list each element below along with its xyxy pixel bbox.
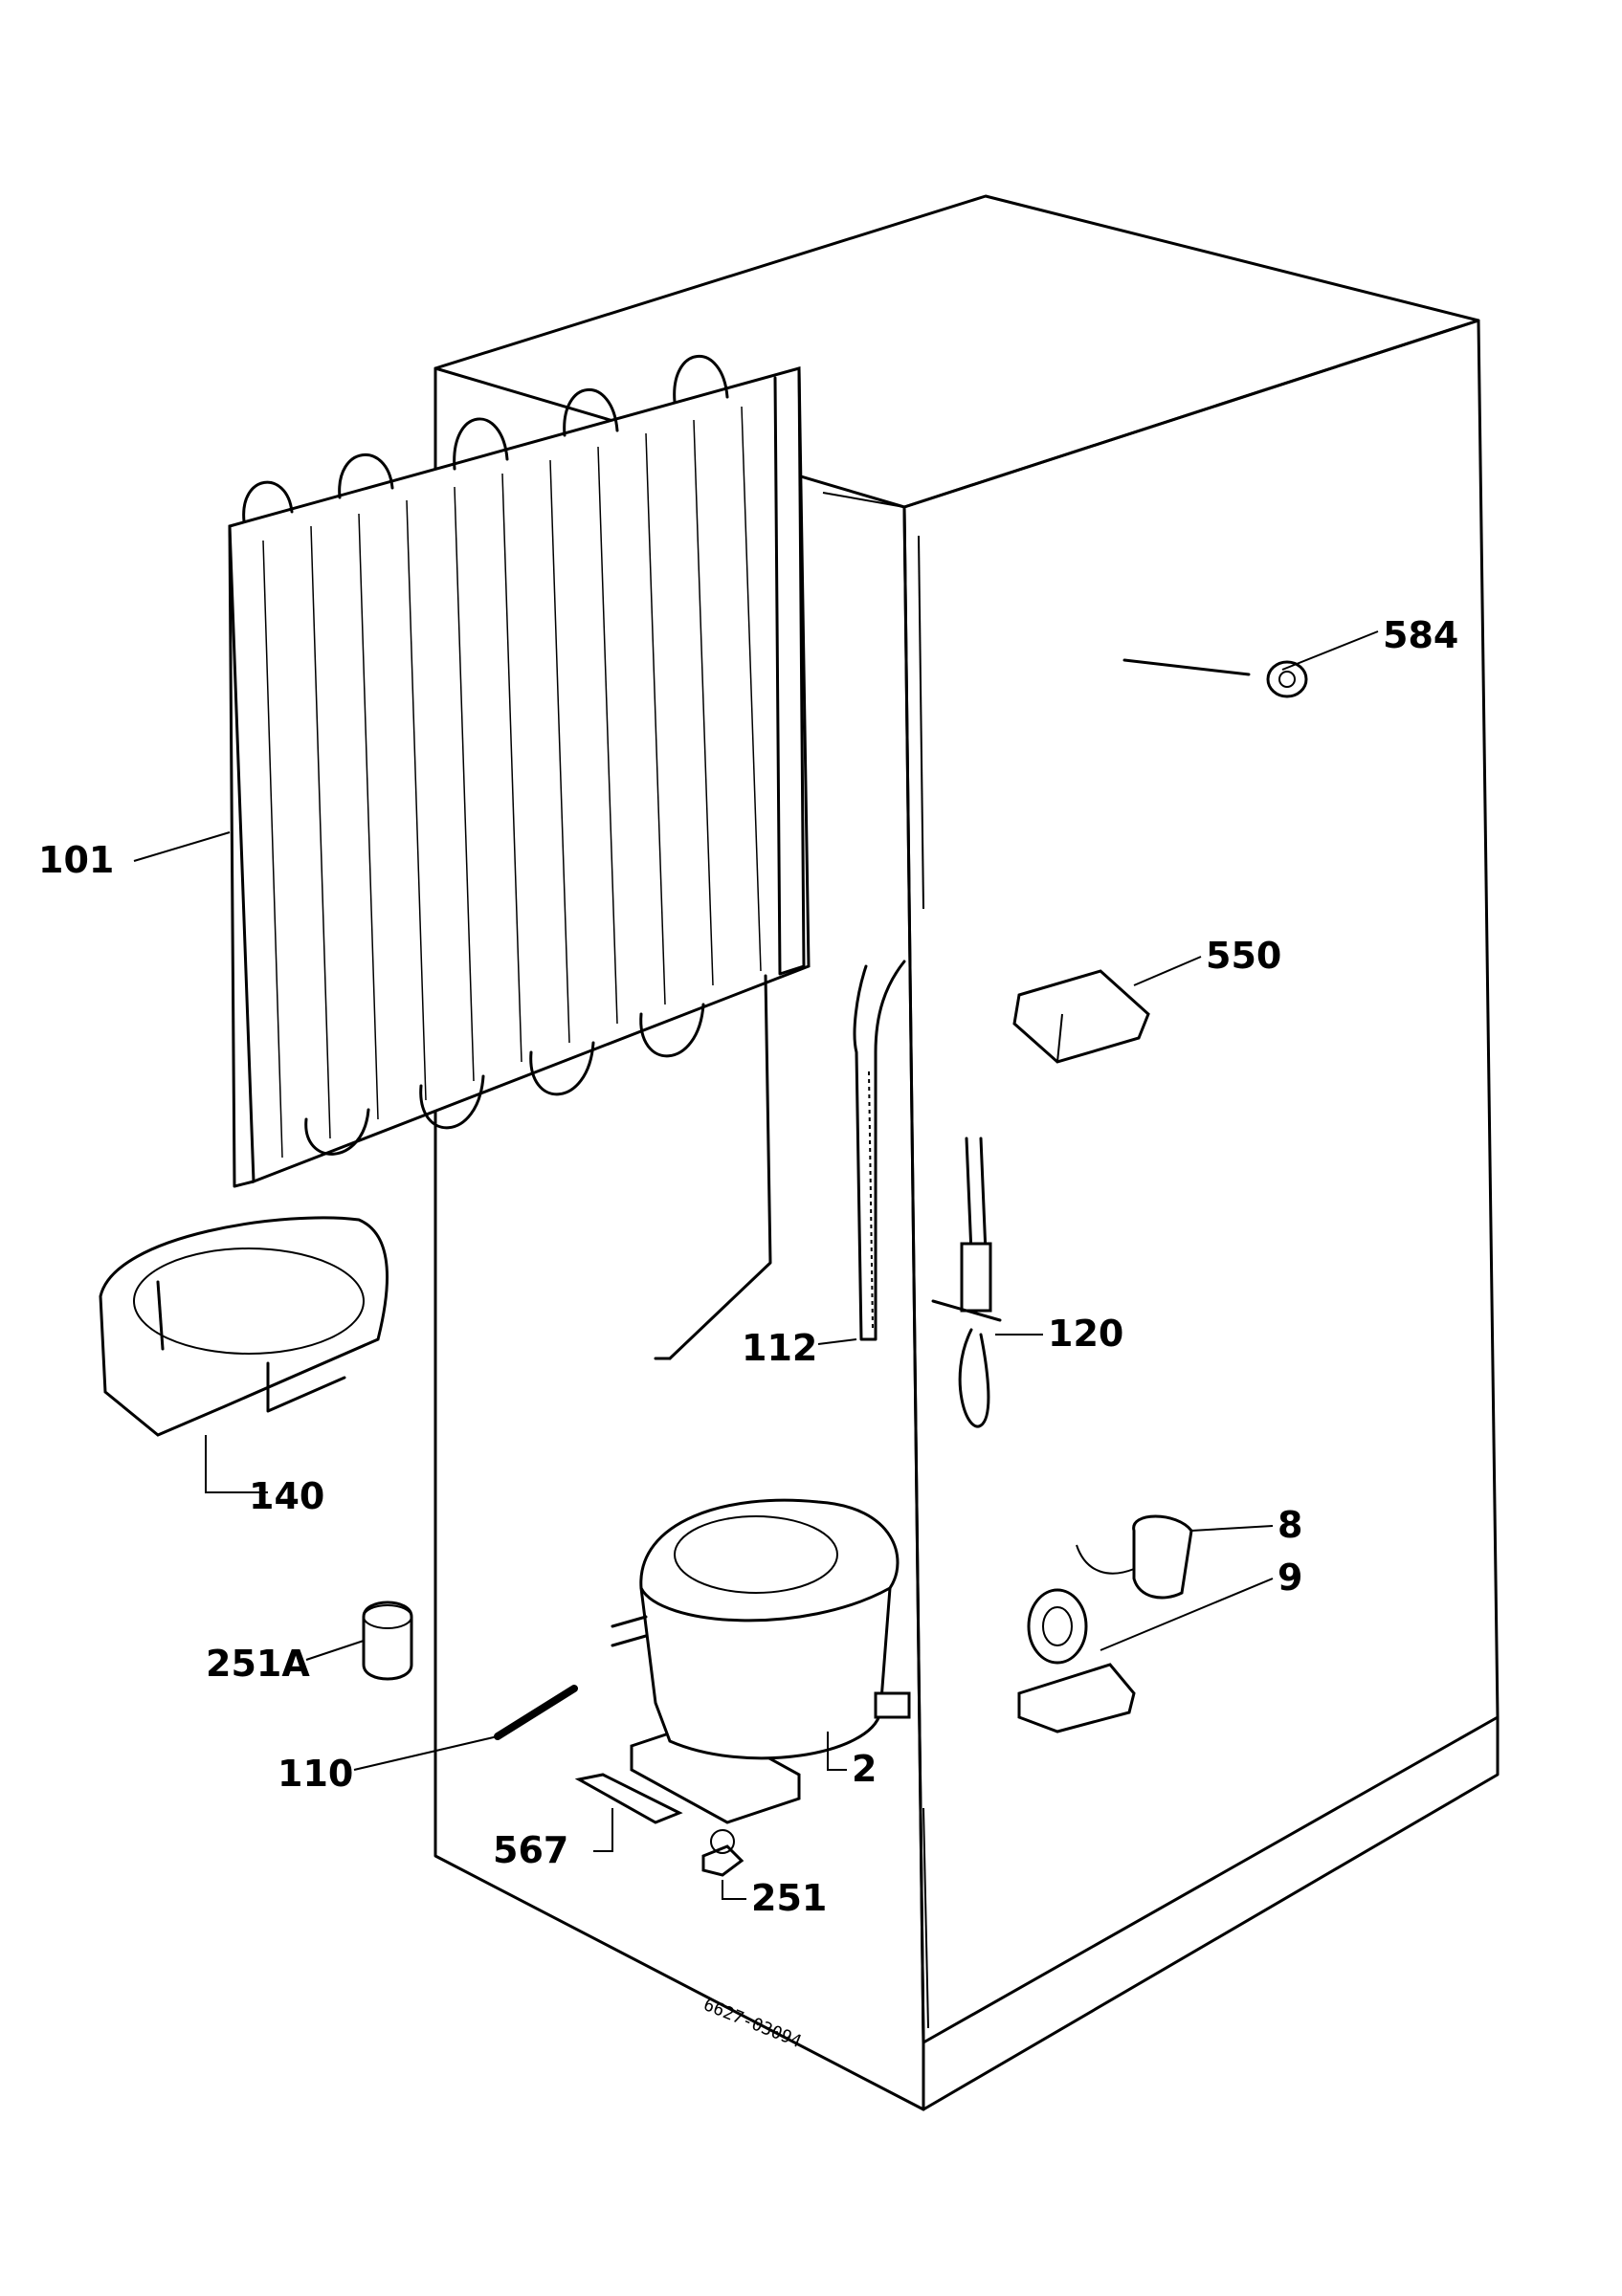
label-120: 120 [1048,1313,1124,1355]
label-101: 101 [38,839,115,881]
nut-251 [701,1829,744,1877]
label-8: 8 [1278,1504,1303,1546]
label-110: 110 [278,1753,354,1795]
leader-lines [133,630,1379,1900]
label-251a: 251A [206,1643,310,1685]
relay-8 [1076,1514,1193,1600]
label-9: 9 [1278,1556,1303,1599]
tube-112 [853,960,906,1341]
label-567: 567 [493,1829,569,1871]
condenser-101 [228,355,811,1360]
bracket-550 [1012,969,1150,1064]
label-112: 112 [742,1327,818,1369]
thermostat-120 [931,1137,1002,1428]
label-2: 2 [852,1748,878,1790]
sleeve-251a [362,1601,413,1681]
label-140: 140 [249,1475,325,1517]
rod-110 [494,1685,578,1740]
label-251: 251 [751,1877,828,1919]
label-584: 584 [1383,614,1459,656]
screw-584 [1122,658,1308,698]
holder-9 [1017,1588,1136,1733]
label-550: 550 [1206,935,1282,977]
compressor-2 [611,1498,911,1824]
drip-tray-140 [99,1216,389,1493]
plate-567 [574,1773,683,1824]
